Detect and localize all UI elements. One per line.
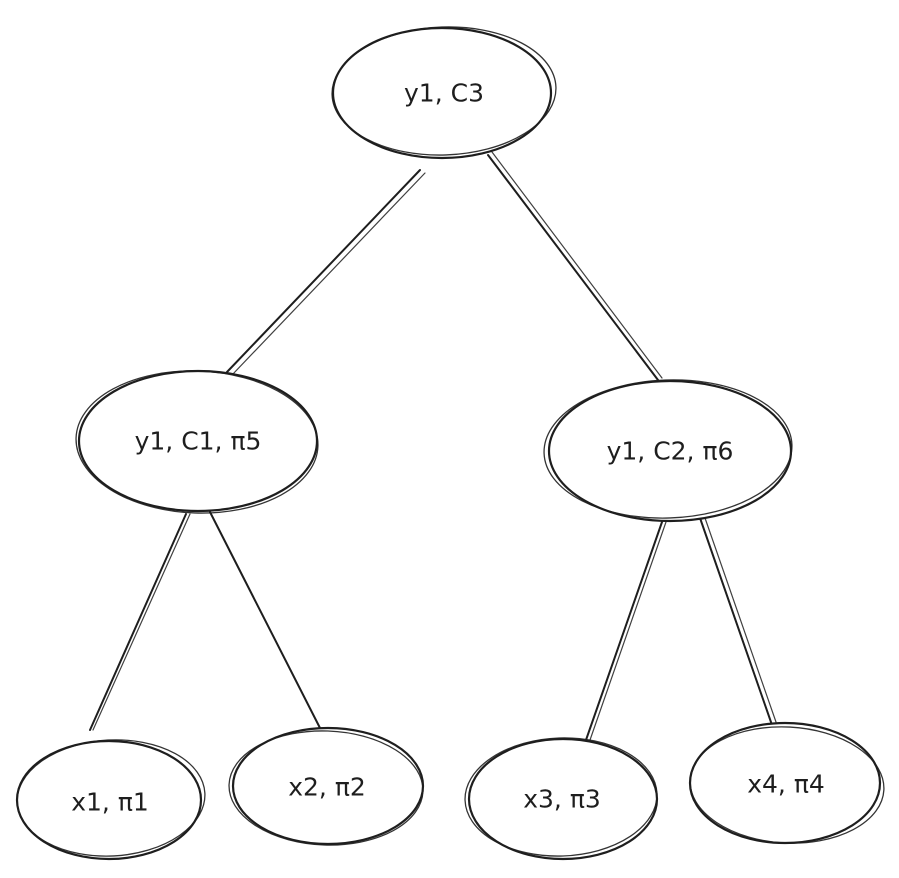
node-label-leaf1: x1, π1 — [71, 788, 149, 817]
tree-node-leaf4: x4, π4 — [688, 721, 885, 845]
tree-node-left: y1, C1, π5 — [75, 369, 319, 514]
node-label-leaf2: x2, π2 — [288, 773, 366, 802]
tree-node-leaf2: x2, π2 — [228, 726, 425, 846]
edge-right-leaf3 — [585, 521, 667, 741]
edge-left-leaf1 — [89, 513, 191, 731]
node-label-right: y1, C2, π6 — [607, 437, 734, 466]
tree-node-right: y1, C2, π6 — [543, 379, 793, 523]
tree-node-leaf1: x1, π1 — [15, 739, 206, 861]
node-label-root: y1, C3 — [404, 79, 484, 108]
tree-node-leaf3: x3, π3 — [464, 737, 659, 861]
edge-root-right — [487, 151, 663, 381]
node-label-leaf4: x4, π4 — [747, 770, 825, 799]
edge-left-leaf2 — [209, 511, 321, 729]
edge-root-left — [226, 169, 426, 376]
node-label-leaf3: x3, π3 — [523, 785, 601, 814]
edge-right-leaf4 — [699, 517, 777, 726]
node-label-left: y1, C1, π5 — [135, 427, 262, 456]
tree-node-root: y1, C3 — [331, 26, 557, 160]
